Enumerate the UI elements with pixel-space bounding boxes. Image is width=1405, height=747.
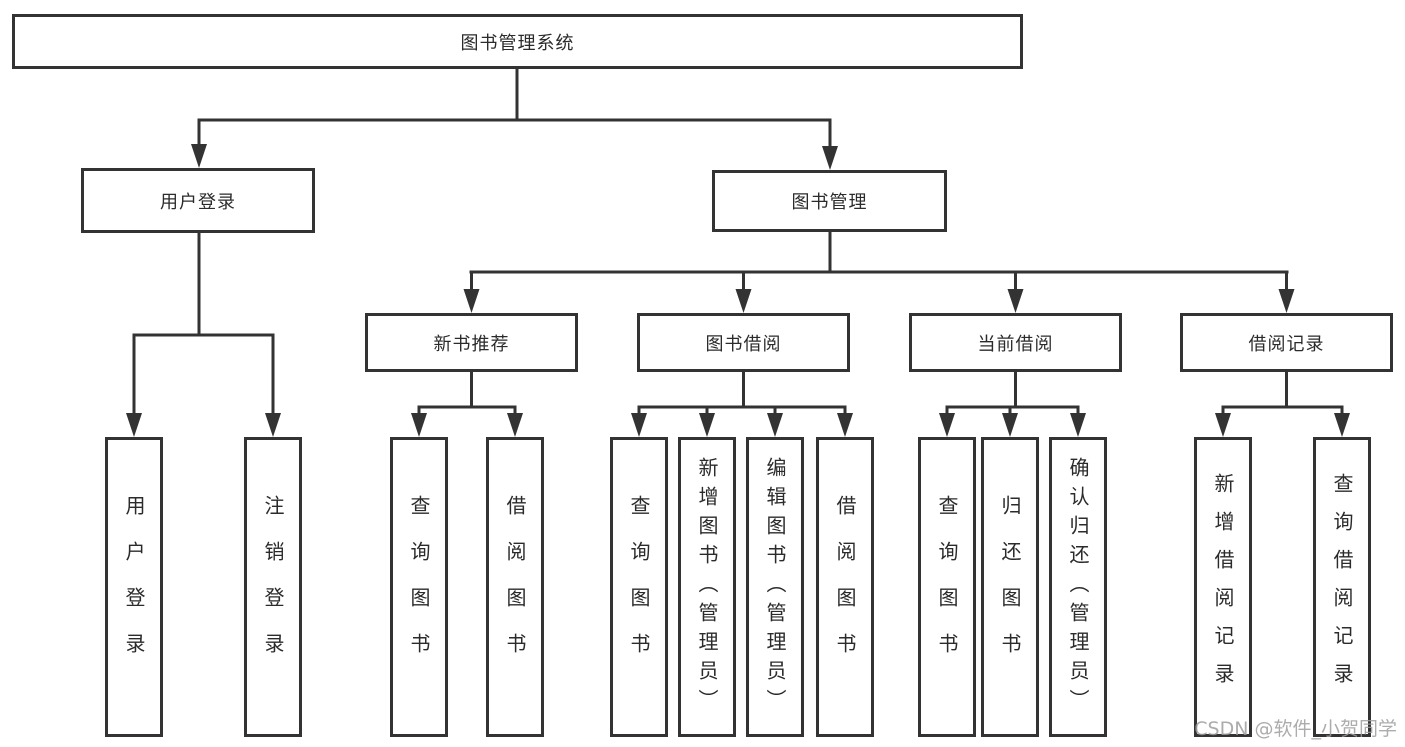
- leaf-logout: 注销登录: [244, 437, 302, 737]
- node-borrow-records-label: 借阅记录: [1248, 333, 1325, 355]
- leaf-query-books-borrow: 查询图书: [610, 437, 668, 737]
- leaf-user-login-label: 用户登录: [122, 495, 146, 679]
- leaf-user-login: 用户登录: [105, 437, 163, 737]
- leaf-borrow-books-newbooks-label: 借阅图书: [503, 495, 527, 679]
- node-current-borrow-label: 当前借阅: [977, 333, 1054, 355]
- node-new-books: 新书推荐: [365, 313, 578, 372]
- leaf-query-borrow-record-label: 查询借阅记录: [1330, 473, 1354, 701]
- node-book-mgmt: 图书管理: [712, 170, 947, 232]
- leaf-query-books-current: 查询图书: [918, 437, 976, 737]
- node-user-login: 用户登录: [81, 168, 315, 233]
- connector-bookborrow-to-leaves: [631, 370, 853, 437]
- leaf-add-borrow-record: 新增借阅记录: [1194, 437, 1252, 737]
- leaf-return-book: 归还图书: [981, 437, 1039, 737]
- connector-userlogin-to-leaves: [126, 231, 281, 437]
- leaf-confirm-return-admin-label: 确认归还（管理员）: [1066, 456, 1090, 718]
- leaf-add-book-admin-label: 新增图书（管理员）: [695, 456, 719, 718]
- connector-bookmgmt-to-level3: [463, 230, 1295, 313]
- leaf-return-book-label: 归还图书: [998, 495, 1022, 679]
- node-user-login-label: 用户登录: [160, 191, 236, 213]
- leaf-query-books-current-label: 查询图书: [935, 495, 959, 679]
- csdn-watermark: CSDN @软件_小贺同学: [1194, 718, 1397, 740]
- connector-currentborrow-to-leaves: [939, 370, 1086, 437]
- connector-root-to-level2: [191, 67, 838, 170]
- node-book-borrow: 图书借阅: [637, 313, 850, 372]
- node-borrow-records: 借阅记录: [1180, 313, 1393, 372]
- connector-borrowrecords-to-leaves: [1215, 370, 1350, 437]
- leaf-query-borrow-record: 查询借阅记录: [1313, 437, 1371, 737]
- leaf-logout-label: 注销登录: [261, 495, 285, 679]
- connector-newbooks-to-leaves: [411, 370, 523, 437]
- node-new-books-label: 新书推荐: [433, 333, 510, 355]
- leaf-borrow-books-borrow: 借阅图书: [816, 437, 874, 737]
- node-current-borrow: 当前借阅: [909, 313, 1122, 372]
- leaf-borrow-books-borrow-label: 借阅图书: [833, 495, 857, 679]
- leaf-borrow-books-newbooks: 借阅图书: [486, 437, 544, 737]
- node-book-mgmt-label: 图书管理: [791, 192, 868, 213]
- node-book-borrow-label: 图书借阅: [705, 333, 782, 355]
- node-root-label: 图书管理系统: [460, 32, 575, 54]
- leaf-confirm-return-admin: 确认归还（管理员）: [1049, 437, 1107, 737]
- leaf-add-book-admin: 新增图书（管理员）: [678, 437, 736, 737]
- leaf-query-books-borrow-label: 查询图书: [627, 495, 651, 679]
- leaf-add-borrow-record-label: 新增借阅记录: [1211, 473, 1235, 701]
- leaf-query-books-newbooks: 查询图书: [390, 437, 448, 737]
- node-root: 图书管理系统: [12, 14, 1023, 69]
- leaf-edit-book-admin-label: 编辑图书（管理员）: [763, 456, 787, 718]
- leaf-query-books-newbooks-label: 查询图书: [407, 495, 431, 679]
- leaf-edit-book-admin: 编辑图书（管理员）: [746, 437, 804, 737]
